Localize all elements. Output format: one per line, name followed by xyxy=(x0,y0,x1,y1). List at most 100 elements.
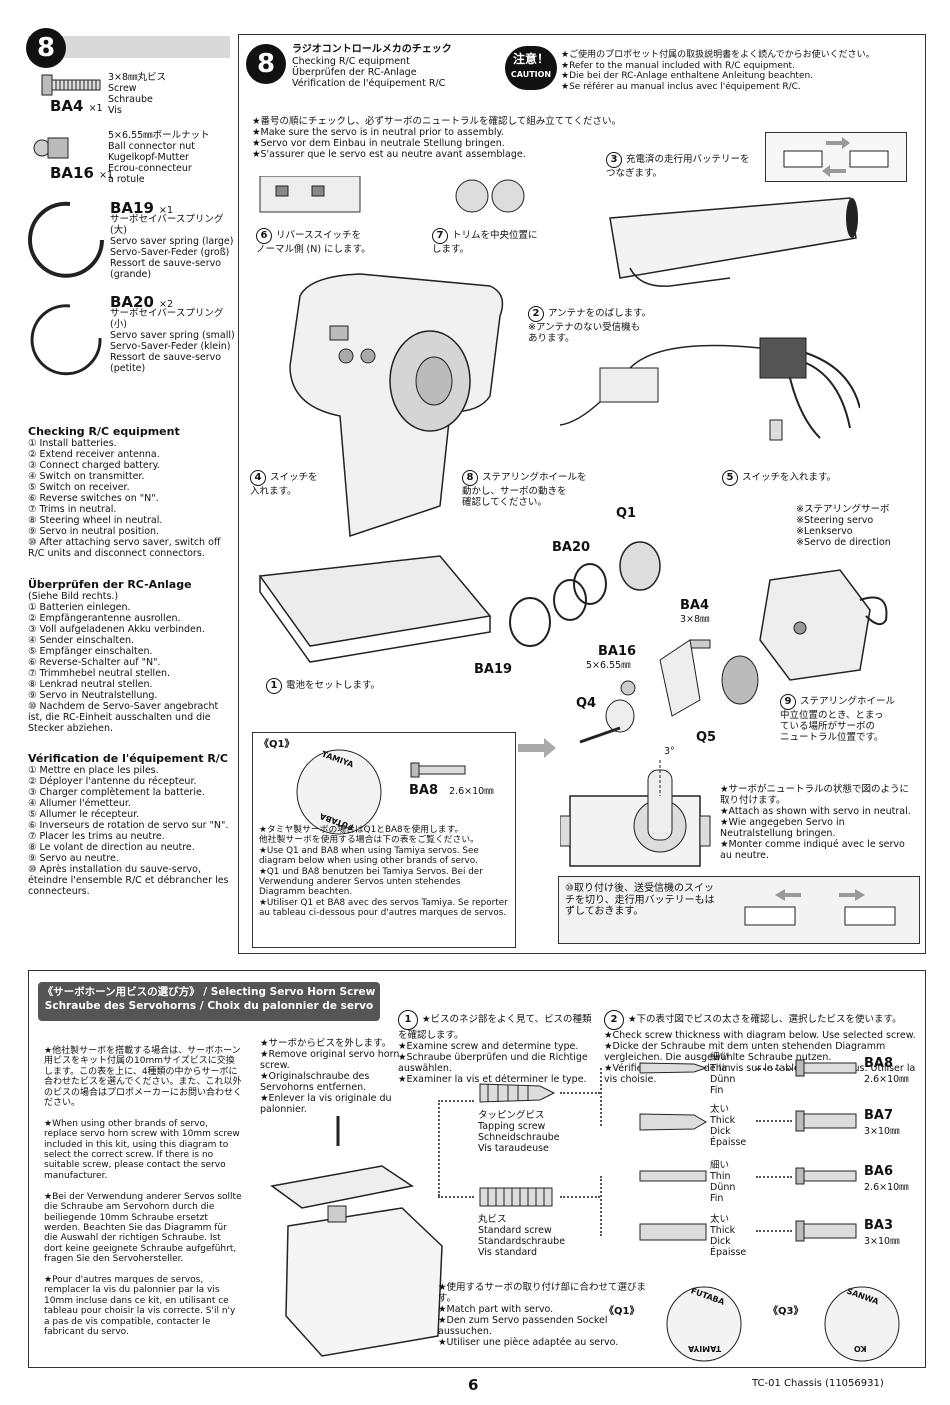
checklist-en-item: ⑧ Steering wheel in neutral. xyxy=(28,515,163,526)
checklist-de-item: ⑤ Empfänger einschalten. xyxy=(28,646,153,657)
flow-line xyxy=(756,1120,792,1122)
checklist-de-item: ⑨ Servo in Neutralstellung. xyxy=(28,690,158,701)
screw-row-ba7: 太い Thick Dick Épaisse BA7 3×10㎜ xyxy=(604,1104,920,1148)
screw-row-ba8: 細い Thin Dünn Fin BA8 2.6×10㎜ xyxy=(604,1052,920,1096)
checklist-fr-item: ⑥ Inverseurs de rotation de servo sur "N… xyxy=(28,820,229,831)
ba20-spring-icon xyxy=(30,304,102,376)
ba4-label: BA4 xyxy=(680,598,710,613)
tamiya-text: TAMIYA xyxy=(688,1344,722,1353)
step-title: ラジオコントロールメカのチェック Checking R/C equipment … xyxy=(292,44,502,89)
screw-row-ba3: 太い Thick Dick Épaisse BA3 3×10㎜ xyxy=(604,1214,920,1258)
checklist-en-item: ⑥ Reverse switches on "N". xyxy=(28,493,159,504)
ba19-code: BA19 ×1 xyxy=(110,199,174,217)
ba16-size-label: 5×6.55㎜ xyxy=(586,660,631,671)
screw-code: BA8 xyxy=(864,1056,894,1071)
step-title-en: Checking R/C equipment xyxy=(292,55,410,67)
servo-label: ※ステアリングサーボ ※Steering servo ※Lenkservo ※S… xyxy=(796,504,891,548)
checklist-fr-item: ③ Charger complètement la batterie. xyxy=(28,787,205,798)
checklist-de-item: ⑩ Nachdem de Servo-Saver angebracht ist,… xyxy=(28,701,219,734)
ba4-code: BA4 ×1 xyxy=(50,97,103,115)
disconnect-connector-icon xyxy=(744,889,896,926)
ba4-desc: 3×8㎜丸ビス Screw Schraube Vis xyxy=(108,72,167,116)
checklist-fr-item: ⑤ Allumer le récepteur. xyxy=(28,809,140,820)
q1-label: Q1 xyxy=(616,506,637,521)
caution-text: ★ご使用のプロポセット付属の取扱説明書をよく読んでからお使いください。 ★Ref… xyxy=(561,50,875,92)
tapping-screw-label: タッピングビス Tapping screw Schneidschraube Vi… xyxy=(478,1110,560,1154)
q1-box-text: ★タミヤ製サーボの場合はQ1とBA8を使用します。 他社製サーボを使用する場合は… xyxy=(259,825,508,919)
q3-horn-label: 《Q3》 xyxy=(768,1306,804,1317)
flow-line xyxy=(560,1196,600,1198)
screw-row-ba6: 細い Thin Dünn Fin BA6 2.6×10㎜ xyxy=(604,1160,920,1204)
battery-illustration xyxy=(560,197,860,441)
checklist-fr-item: ④ Allumer l'émetteur. xyxy=(28,798,131,809)
checklist-de-item: ② Empfängerantenne ausrollen. xyxy=(28,613,181,624)
ba20-code: BA20 ×2 xyxy=(110,293,174,311)
checklist-en-item: ① Install batteries. xyxy=(28,438,117,449)
step-8-panel xyxy=(238,34,926,954)
thick-label: 太い Thick Dick Épaisse xyxy=(710,1104,747,1148)
step-title-de: Überprüfen der RC-Anlage xyxy=(292,66,417,78)
screw-code: BA6 xyxy=(864,1164,894,1179)
footer-model: TC-01 Chassis (11056931) xyxy=(752,1378,884,1389)
remove-screw-note: ★サーボからビスを外します。 ★Remove original servo ho… xyxy=(260,1038,400,1115)
page-number: 6 xyxy=(468,1376,479,1394)
thin-tapping-screw-icon xyxy=(639,1062,708,1074)
screw-size: 3×10㎜ xyxy=(864,1126,900,1137)
servo-horn-title: 《サーボホーン用ビスの選び方》 / Selecting Servo Horn S… xyxy=(38,982,380,1021)
flow-line xyxy=(756,1176,792,1178)
ba16-label: BA16 xyxy=(598,644,637,659)
ba16-desc: 5×6.55㎜ボールナット Ball connector nut Kugelko… xyxy=(108,130,210,185)
step2-number: 2 xyxy=(604,1010,624,1030)
checklist-fr-item: ② Déployer l'antenne du récepteur. xyxy=(28,776,197,787)
battery-connector-inset xyxy=(765,132,907,182)
checklist-fr-item: ⑩ Après installation du sauve-servo, éte… xyxy=(28,864,229,897)
step1-number: 1 xyxy=(398,1010,418,1030)
step10-box: ⑩取り付け後、送受信機のスイッチを切り、走行用バッテリーもはずしておきます。 xyxy=(558,876,920,944)
ba6-screw-icon xyxy=(795,1167,857,1185)
flow-line xyxy=(438,1100,474,1102)
servo-horn-title-en: Selecting Servo Horn Screw xyxy=(210,986,376,998)
screw-size: 2.6×10㎜ xyxy=(864,1182,909,1193)
checklist-fr-item: ⑧ Le volant de direction au neutre. xyxy=(28,842,195,853)
ba3-screw-icon xyxy=(795,1220,857,1242)
ba7-screw-icon xyxy=(795,1110,857,1132)
servo-horn-title-jp: 《サーボホーン用ビスの選び方》 xyxy=(42,986,200,998)
servo-horn-section xyxy=(28,970,926,1368)
screw-size: 3×10㎜ xyxy=(864,1236,900,1247)
arrow-right-icon xyxy=(518,738,556,758)
checklist-en-item: ④ Switch on transmitter. xyxy=(28,471,145,482)
checklist-en-item: ③ Connect charged battery. xyxy=(28,460,160,471)
step-title-fr: Vérification de l'équipement R/C xyxy=(292,77,446,89)
checklist-de-item: ③ Voll aufgeladenen Akku verbinden. xyxy=(28,624,205,635)
step1-note: 1★ビスのネジ部をよく見て、ビスの種類を確認します。 ★Examine scre… xyxy=(398,1010,598,1085)
q3-sanwa-horn-icon xyxy=(824,1286,900,1362)
checklist-de-subtitle: (Siehe Bild rechts.) xyxy=(28,591,119,602)
angle-label: 3° xyxy=(664,746,675,757)
checklist-de-item: ⑥ Reverse-Schalter auf "N". xyxy=(28,657,161,668)
parts-header-bar xyxy=(28,36,230,58)
servo-horn-attach-view xyxy=(560,760,711,867)
thick-standard-screw-icon xyxy=(639,1223,707,1241)
checklist-de: Überprüfen der RC-Anlage (Siehe Bild rec… xyxy=(28,578,233,734)
screw-code: BA3 xyxy=(864,1218,894,1233)
step10-note: ⑩取り付け後、送受信機のスイッチを切り、走行用バッテリーもはずしておきます。 xyxy=(565,883,715,917)
ba20-desc: サーボセイバースプリング (小) Servo saver spring (sma… xyxy=(110,308,235,374)
ba4-size-label: 3×8㎜ xyxy=(680,614,710,625)
step-number: 8 xyxy=(246,44,286,84)
q5-label: Q5 xyxy=(696,730,717,745)
standard-screw-icon xyxy=(479,1187,553,1207)
caution-badge: 注意！ CAUTION xyxy=(505,46,557,90)
transmitter-illustration xyxy=(258,176,525,663)
q1-info-box: 《Q1》 TAMIYA FUTABA BA8 2.6×10㎜ ★タミヤ製サーボの… xyxy=(252,732,516,948)
checklist-fr: Vérification de l'équipement R/C ① Mettr… xyxy=(28,752,233,897)
neutral-note: ★番号の順にチェックし、必ずサーボのニュートラルを確認して組み立ててください。 … xyxy=(252,116,621,160)
parts-step-number: 8 xyxy=(26,28,66,68)
ba20-label: BA20 xyxy=(552,540,591,555)
flow-line xyxy=(600,1068,602,1126)
